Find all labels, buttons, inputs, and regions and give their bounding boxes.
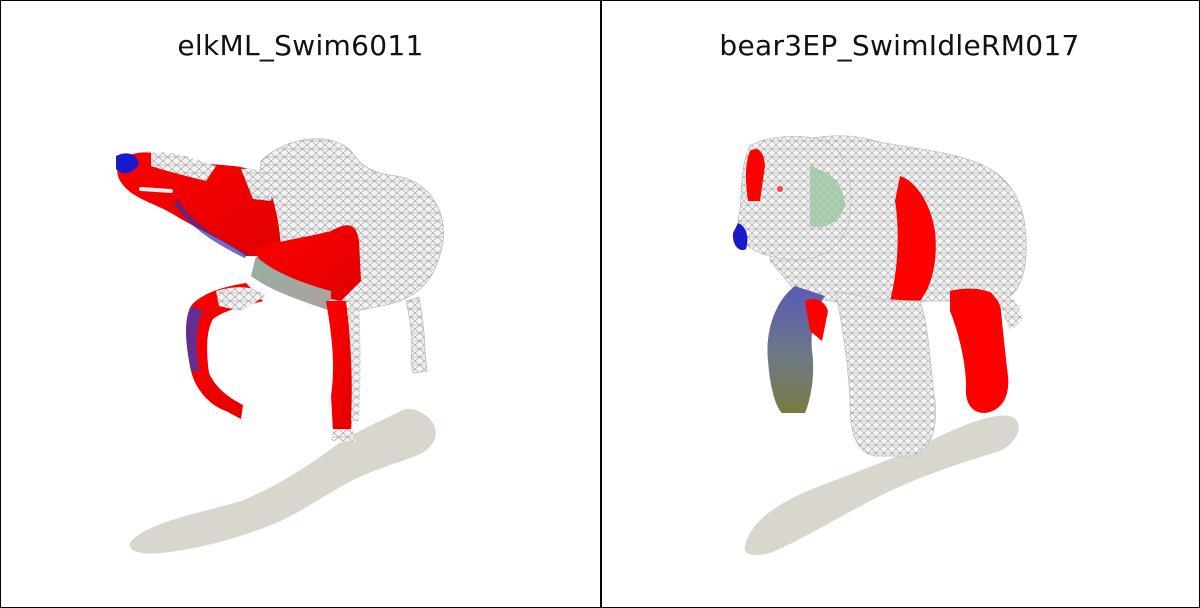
bear-mesh-render <box>732 135 1027 555</box>
panel-title-bear: bear3EP_SwimIdleRM017 <box>719 29 1080 62</box>
elk-shadow <box>129 408 436 554</box>
elk-front-leg-raised <box>186 283 263 419</box>
panel-title-elk: elkML_Swim6011 <box>177 29 424 62</box>
panel-elk: elkML_Swim6011 <box>1 1 600 607</box>
bear-hind-leg <box>950 288 1009 413</box>
panel-divider <box>600 1 602 607</box>
elk-neck-head <box>117 152 281 256</box>
elk-hind-leg-back <box>405 296 428 374</box>
bear-shadow <box>744 415 1019 555</box>
bear-front-leg-planted <box>834 290 936 457</box>
elk-mesh-render <box>116 138 444 554</box>
panel-bear: bear3EP_SwimIdleRM017 <box>600 1 1199 607</box>
bear-head <box>737 136 852 260</box>
